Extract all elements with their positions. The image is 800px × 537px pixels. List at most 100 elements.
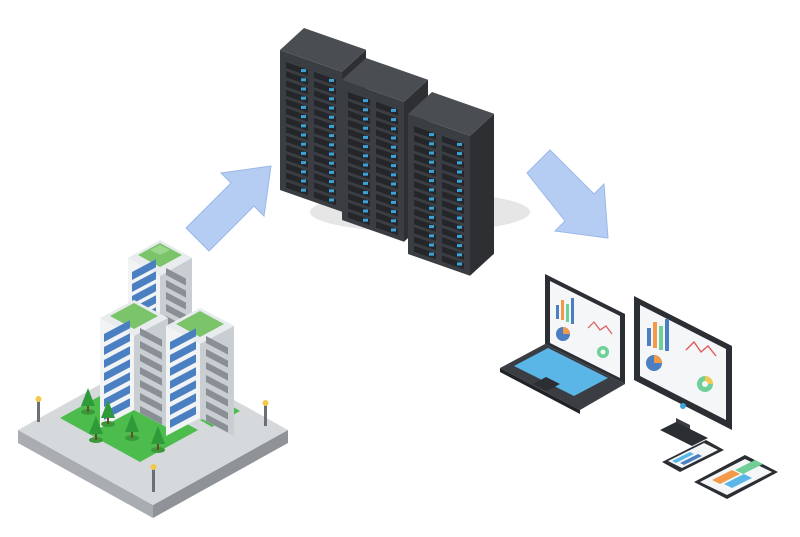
status-led — [429, 243, 434, 247]
status-led — [363, 209, 368, 213]
window — [206, 375, 228, 394]
status-led — [391, 210, 396, 214]
status-led — [457, 161, 462, 165]
plaza-side-right — [153, 430, 288, 518]
pie-chart-icon — [556, 327, 570, 341]
server-rack — [408, 92, 494, 276]
status-led — [429, 188, 434, 192]
status-led — [363, 135, 368, 139]
window — [166, 304, 186, 322]
window — [166, 292, 186, 310]
window — [170, 380, 196, 402]
status-led — [329, 152, 334, 156]
tablet — [694, 455, 778, 499]
window — [170, 328, 196, 350]
status-led — [429, 160, 434, 164]
office-campus — [18, 240, 288, 518]
laptop-touchpad — [533, 377, 560, 391]
status-led — [301, 142, 306, 146]
tree-icon — [101, 400, 115, 427]
status-led — [391, 219, 396, 223]
status-led — [301, 179, 306, 183]
status-led — [329, 124, 334, 128]
arrow-up-right-icon — [185, 165, 272, 252]
status-led — [301, 87, 306, 91]
status-led — [329, 170, 334, 174]
status-led — [391, 118, 396, 122]
bar-chart-icon — [647, 319, 669, 351]
window — [140, 367, 162, 386]
window — [104, 320, 130, 342]
status-led — [363, 154, 368, 158]
trees — [81, 388, 165, 453]
window — [140, 380, 162, 399]
line-chart-icon — [685, 340, 717, 357]
status-led — [429, 225, 434, 229]
status-led — [391, 127, 396, 131]
data-center-servers — [280, 28, 530, 276]
window — [140, 393, 162, 412]
status-led — [363, 145, 368, 149]
client-devices — [500, 274, 778, 499]
window — [166, 280, 186, 298]
status-led — [391, 145, 396, 149]
window — [206, 349, 228, 368]
status-led — [457, 198, 462, 202]
status-led — [301, 78, 306, 82]
window — [132, 259, 156, 280]
smartphone — [662, 440, 724, 472]
donut-chart-icon — [697, 376, 713, 392]
status-led — [457, 262, 462, 266]
status-led — [329, 106, 334, 110]
status-led — [363, 191, 368, 195]
line-chart-icon — [587, 321, 613, 335]
status-led — [301, 133, 306, 137]
status-led — [363, 99, 368, 103]
street-lamp — [262, 400, 269, 426]
window — [132, 283, 156, 304]
laptop — [500, 274, 625, 414]
bar-chart-icon — [556, 298, 574, 324]
window — [140, 328, 162, 347]
window — [170, 406, 196, 428]
status-led — [329, 134, 334, 138]
monitor — [634, 296, 732, 446]
status-led — [429, 169, 434, 173]
status-led — [391, 154, 396, 158]
window — [170, 367, 196, 389]
window — [170, 341, 196, 363]
status-led — [391, 191, 396, 195]
status-led — [391, 200, 396, 204]
laptop-keyboard — [514, 348, 608, 396]
status-led — [457, 179, 462, 183]
window — [206, 414, 228, 433]
window — [104, 372, 130, 394]
monitor-stand-base — [660, 422, 708, 446]
window — [170, 393, 196, 415]
window — [104, 359, 130, 381]
window — [104, 333, 130, 355]
status-led — [329, 143, 334, 147]
status-led — [457, 225, 462, 229]
arrow-office-to-servers — [185, 165, 272, 252]
monitor-logo — [680, 403, 686, 409]
status-led — [301, 115, 306, 119]
status-led — [329, 161, 334, 165]
tree-icon — [125, 414, 139, 441]
status-led — [301, 124, 306, 128]
status-led — [457, 234, 462, 238]
window — [206, 362, 228, 381]
status-led — [329, 189, 334, 193]
status-led — [329, 78, 334, 82]
status-led — [391, 173, 396, 177]
status-led — [301, 69, 306, 73]
status-led — [429, 142, 434, 146]
status-led — [301, 151, 306, 155]
status-led — [329, 115, 334, 119]
window — [132, 271, 156, 292]
status-led — [457, 253, 462, 257]
status-led — [391, 108, 396, 112]
status-led — [391, 136, 396, 140]
office-building-left — [100, 300, 168, 428]
